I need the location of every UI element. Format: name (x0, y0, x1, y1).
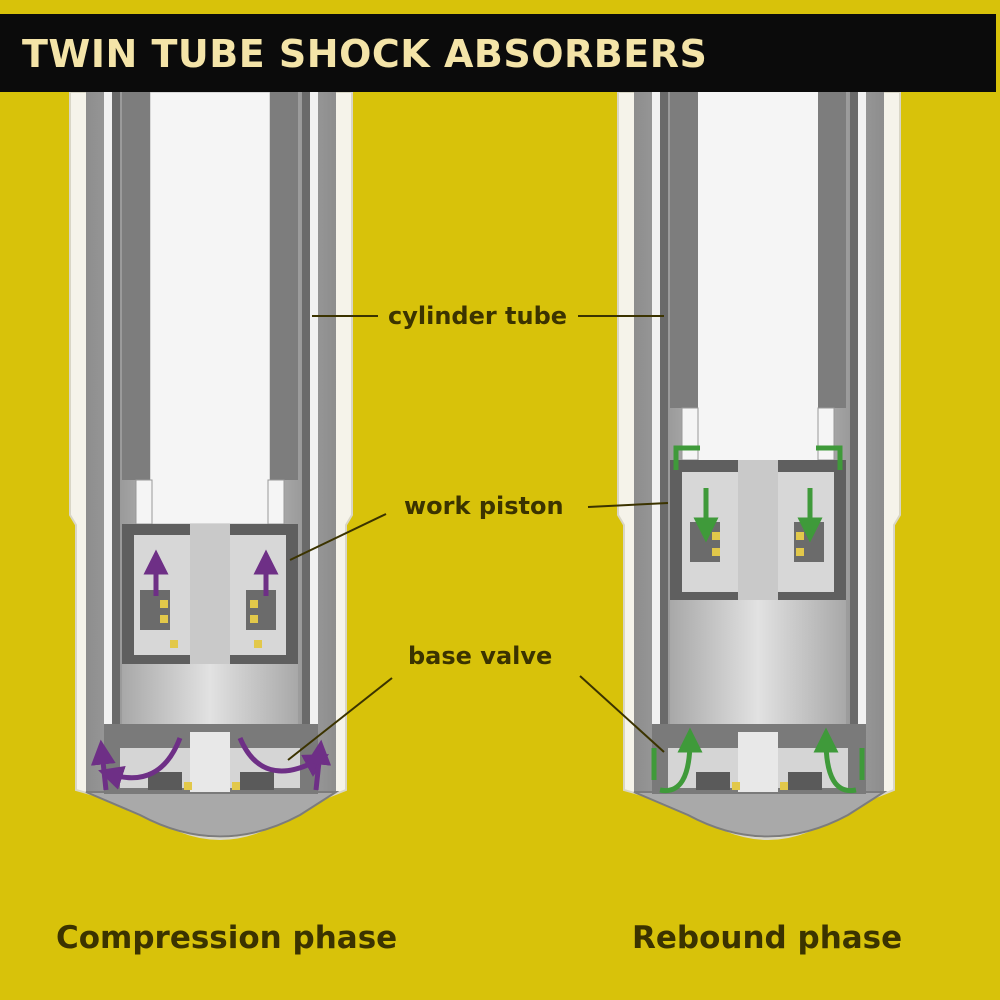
right-piston-rod (698, 92, 818, 460)
leader-base-valve-left (287, 677, 393, 761)
title-bar: TWIN TUBE SHOCK ABSORBERS (0, 14, 996, 92)
leader-base-valve-right (579, 675, 665, 753)
label-base-valve: base valve (408, 642, 552, 670)
right-fluid-chamber (670, 600, 846, 724)
leader-lines (287, 315, 669, 761)
caption-compression-phase: Compression phase (56, 920, 397, 956)
left-fluid-chamber (122, 664, 298, 724)
leader-work-piston-left (289, 513, 387, 561)
right-rod-guide-left (670, 92, 698, 408)
label-work-piston: work piston (404, 492, 564, 520)
right-bottom-cap (633, 791, 888, 838)
left-bottom-cap (85, 791, 340, 838)
left-base-valve (90, 724, 332, 794)
left-piston-rod (150, 92, 270, 524)
label-cylinder-tube: cylinder tube (388, 302, 567, 330)
caption-rebound-phase: Rebound phase (632, 920, 902, 956)
right-work-piston (670, 445, 846, 600)
right-shock-absorber (617, 91, 901, 840)
left-rod-guide-left (122, 92, 150, 480)
right-base-valve (651, 724, 866, 794)
page-title: TWIN TUBE SHOCK ABSORBERS (22, 32, 708, 76)
left-rod-guide-right (270, 92, 298, 480)
left-work-piston (122, 524, 298, 669)
left-shock-absorber (69, 91, 353, 840)
leader-work-piston-right (587, 502, 669, 508)
right-rod-guide-right (818, 92, 846, 408)
